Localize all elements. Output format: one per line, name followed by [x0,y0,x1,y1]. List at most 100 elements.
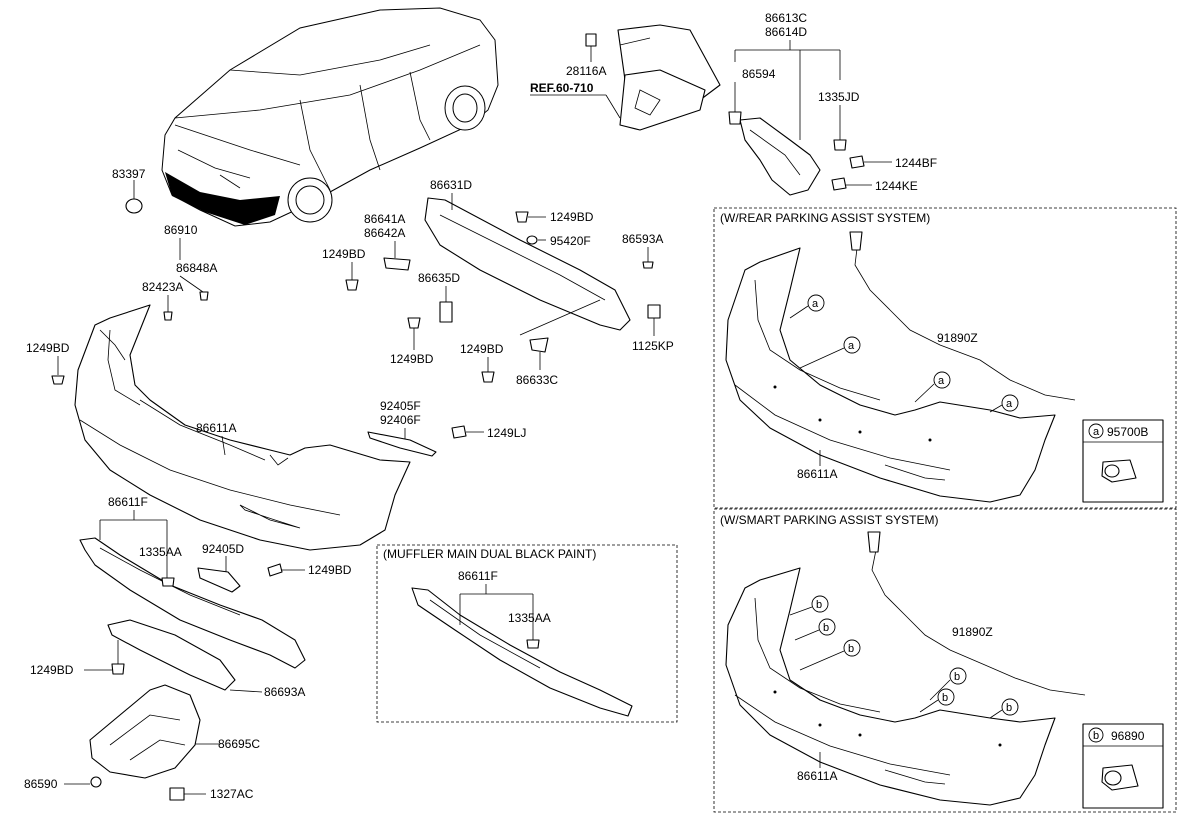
callout-b-4: b [929,667,967,701]
rear-assist-box: (W/REAR PARKING ASSIST SYSTEM) 91890Z 86… [713,207,1177,509]
label-92405D: 92405D [202,542,244,556]
label-1244BF: 1244BF [895,156,937,170]
label-1327AC: 1327AC [210,787,254,801]
label-86594: 86594 [742,67,776,81]
label-91890Z-smart: 91890Z [952,625,993,639]
label-86910: 86910 [164,223,198,237]
svg-text:a: a [938,375,945,387]
callout-b-2: b [794,618,836,641]
inset-96890: b 96890 [1082,723,1164,809]
svg-text:a: a [848,340,855,352]
label-86642A: 86642A [364,226,405,240]
label-1249BD-lower: 1249BD [308,563,352,577]
svg-text:b: b [816,599,822,611]
label-86631D: 86631D [430,178,472,192]
label-92405F: 92405F [380,399,421,413]
svg-text:b: b [823,622,829,634]
label-1335AA: 1335AA [139,545,182,559]
label-1125KP: 1125KP [632,339,674,353]
part-taillamp [617,24,721,131]
label-86614D: 86614D [765,25,807,39]
label-86613C: 86613C [765,11,807,25]
label-92406F: 92406F [380,413,421,427]
part-86613C-bracket: 86613C 86614D [734,11,841,196]
label-1249BD-left: 1249BD [26,341,70,355]
svg-text:a: a [812,298,819,310]
label-95420F: 95420F [550,234,591,248]
part-1125KP: 1125KP [632,304,674,353]
part-1249LJ: 1249LJ [451,425,526,440]
label-91890Z-rear: 91890Z [937,331,978,345]
part-28116A: 28116A [566,33,606,78]
label-86693A: 86693A [264,685,305,699]
label-86611A-smart: 86611A [797,769,837,783]
part-1249BD-mid: 1249BD [322,247,366,291]
label-86611F-muffler: 86611F [458,569,498,583]
label-82423A: 82423A [142,280,183,294]
part-1335JD: 1335JD [818,90,860,151]
part-86611F-rail: 86611F 1335AA [79,495,306,669]
label-1244KE: 1244KE [875,179,918,193]
label-1249LJ: 1249LJ [487,426,526,440]
part-86910-group: 86910 86848A 82423A [142,223,217,321]
label-96890: 96890 [1111,729,1145,743]
label-86641A: 86641A [364,212,405,226]
label-95700B: 95700B [1107,425,1148,439]
part-86590: 86590 [24,776,102,791]
label-1249BD-rail: 1249BD [390,352,434,366]
svg-text:b: b [1006,702,1012,714]
label-1249BD-top: 1249BD [550,210,594,224]
smart-assist-box: (W/SMART PARKING ASSIST SYSTEM) 91890Z 8… [713,508,1177,813]
inset-95700B: a 95700B [1082,419,1164,503]
part-92405F-reflector: 92405F 92406F [367,399,437,457]
muffler-caption: (MUFFLER MAIN DUAL BLACK PAINT) [383,547,596,561]
callout-b-5: b [919,688,955,713]
part-86695C: 86695C [89,684,260,779]
label-ref-60-710: REF.60-710 [530,81,594,95]
label-1335JD: 1335JD [818,90,860,104]
part-92405D: 92405D [197,542,244,593]
part-83397: 83397 [112,167,146,214]
label-86848A: 86848A [176,261,217,275]
label-83397: 83397 [112,167,146,181]
part-1249BD-left: 1249BD [26,341,70,385]
svg-text:b: b [942,692,948,704]
label-86611A-main: 86611A [196,421,236,435]
muffler-box: (MUFFLER MAIN DUAL BLACK PAINT) 86611F 1… [376,544,678,723]
label-86633C: 86633C [516,373,558,387]
label-1249BD-mid: 1249BD [322,247,366,261]
callout-a-4: a [989,394,1019,413]
car-illustration [161,7,499,227]
callout-a-1: a [789,294,825,319]
label-86635D: 86635D [418,271,460,285]
label-86590: 86590 [24,777,58,791]
svg-text:b: b [848,643,854,655]
part-1249BD-lowleft: 1249BD [30,640,125,677]
part-1244BF: 1244BF [849,155,937,170]
callout-a-2: a [799,336,861,369]
label-1249BD-lowleft: 1249BD [30,663,74,677]
rear-assist-caption: (W/REAR PARKING ASSIST SYSTEM) [720,211,930,225]
part-1249BD-top: 1249BD [515,210,594,224]
svg-text:a: a [1006,398,1013,410]
part-86633C: 86633C 1249BD [460,299,601,387]
part-86593A: 86593A [622,232,663,269]
label-1335AA-muffler: 1335AA [508,611,551,625]
callout-b-3: b [799,639,861,671]
svg-text:a: a [1093,426,1100,438]
label-86611A-rear: 86611A [797,467,837,481]
part-86635D: 86635D [418,271,460,323]
part-86693A: 86693A [107,619,305,699]
part-1327AC: 1327AC [169,787,254,801]
svg-text:b: b [1093,730,1099,742]
part-1249BD-lower: 1249BD [267,563,352,577]
part-86611A-bumper [74,304,411,551]
part-86594: 86594 [728,67,776,125]
part-1244KE: 1244KE [831,177,918,193]
label-28116A: 28116A [566,64,606,78]
callout-b-6: b [989,698,1019,719]
smart-assist-caption: (W/SMART PARKING ASSIST SYSTEM) [720,513,938,527]
part-86631D-beam: 86631D [424,178,631,331]
